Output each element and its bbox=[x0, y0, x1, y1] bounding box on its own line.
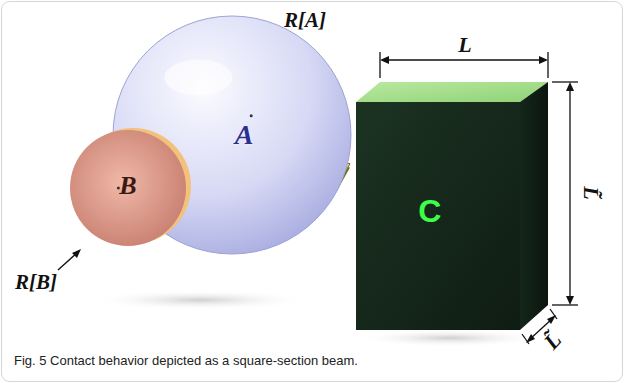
dimension-label: L̃ bbox=[578, 186, 604, 199]
node-letter: A bbox=[235, 119, 254, 151]
figure-caption: Fig. 5 Contact behavior depicted as a sq… bbox=[14, 353, 358, 368]
cube-top-face bbox=[356, 82, 548, 102]
dimension-label: L̃ bbox=[539, 327, 567, 354]
dimension-line bbox=[552, 82, 578, 305]
cube-side-face bbox=[520, 82, 548, 330]
node-letter: B bbox=[119, 171, 136, 201]
node-letter: C bbox=[418, 193, 441, 230]
radius-label: R[B] bbox=[15, 270, 57, 295]
cube-node: C bbox=[356, 102, 520, 330]
cube-shadow bbox=[355, 329, 545, 347]
dimension-label: L bbox=[458, 32, 471, 58]
sphere-shadow bbox=[90, 290, 310, 310]
radius-label: R[A] bbox=[284, 8, 326, 33]
disk-node: B bbox=[68, 128, 188, 248]
